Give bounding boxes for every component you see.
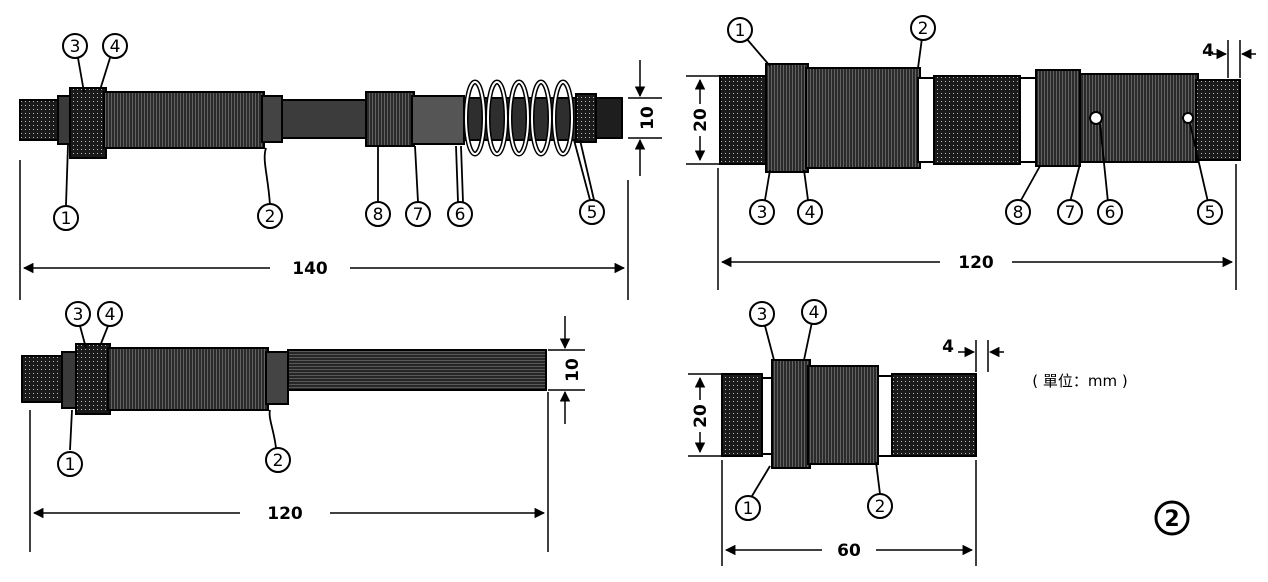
dim-20-c: 20 (691, 108, 711, 132)
end-nut-left-b (21, 355, 65, 403)
end-cap-right (595, 97, 623, 139)
view-c-assembly-120: 1 2 3 4 8 7 6 5 20 4 120 (686, 15, 1256, 290)
svg-text:5: 5 (1205, 203, 1216, 223)
callout-5: 5 (579, 199, 605, 225)
dim-10-b: 10 (563, 358, 583, 382)
svg-text:2: 2 (875, 497, 886, 517)
svg-text:3: 3 (70, 37, 81, 57)
svg-text:3: 3 (757, 305, 768, 325)
shaft (281, 99, 369, 139)
callout-8-c: 8 (1005, 199, 1031, 225)
callout-4-b: 4 (97, 301, 123, 327)
part-3-4-ring-b (75, 343, 111, 415)
dim-120-c: 120 (958, 253, 994, 273)
callout-4-d: 4 (801, 299, 827, 325)
part-5-hole (1182, 112, 1194, 124)
svg-text:4: 4 (805, 203, 816, 223)
svg-text:8: 8 (373, 205, 384, 225)
dim-140: 140 (292, 259, 328, 279)
svg-text:1: 1 (65, 455, 76, 475)
part-1-3-4-ring-d (771, 359, 811, 469)
dim-120-b: 120 (267, 504, 303, 524)
part-3-4-ring (69, 87, 107, 159)
dim-4-d: 4 (942, 337, 954, 357)
collar-b (265, 351, 289, 405)
callout-2-c: 2 (910, 15, 936, 41)
end-cap-right-d (891, 373, 977, 457)
callout-2: 2 (257, 203, 283, 229)
middle-sleeve-c (933, 75, 1021, 165)
part-5-spring-coil (463, 79, 575, 157)
part-6-hole (1089, 111, 1103, 125)
callout-3-d: 3 (749, 301, 775, 327)
svg-text:6: 6 (1105, 203, 1116, 223)
svg-text:7: 7 (1065, 203, 1076, 223)
part-7-sleeve (411, 95, 465, 145)
svg-text:2: 2 (273, 451, 284, 471)
unit-note: ( 單位：mm ) (1032, 372, 1127, 390)
svg-text:2: 2 (1164, 507, 1179, 532)
callout-1-c: 1 (727, 17, 753, 43)
end-cap-left-c (719, 75, 769, 165)
svg-text:3: 3 (757, 203, 768, 223)
part-8-ring (365, 91, 415, 147)
end-nut-left (19, 99, 61, 141)
view-b-assembly-120: 3 4 1 2 10 120 (21, 301, 585, 552)
callout-4: 4 (102, 33, 128, 59)
callout-2-d: 2 (867, 493, 893, 519)
shaft-b (287, 349, 547, 391)
callout-1-d: 1 (735, 495, 761, 521)
part-8-ring-c (1035, 69, 1081, 167)
svg-text:3: 3 (73, 305, 84, 325)
svg-text:4: 4 (110, 37, 121, 57)
callout-1: 1 (53, 205, 79, 231)
callout-2-b: 2 (265, 447, 291, 473)
svg-text:5: 5 (587, 203, 598, 223)
svg-text:4: 4 (105, 305, 116, 325)
svg-text:8: 8 (1013, 203, 1024, 223)
part-1-3-4-ring-c (765, 63, 809, 173)
end-cap-left-d (721, 373, 763, 457)
callout-3-b: 3 (65, 301, 91, 327)
view-d-assembly-60: 3 4 1 2 20 4 60 (688, 299, 1004, 566)
gap-d2 (877, 375, 893, 457)
callout-6-c: 6 (1097, 199, 1123, 225)
callout-7-c: 7 (1057, 199, 1083, 225)
callout-6: 6 (447, 201, 473, 227)
callout-8: 8 (365, 201, 391, 227)
dim-20-d: 20 (691, 404, 711, 428)
callout-5-c: 5 (1197, 199, 1223, 225)
part-2-threaded-body-b (107, 347, 269, 411)
end-nut-right (575, 93, 597, 143)
svg-text:6: 6 (455, 205, 466, 225)
svg-text:7: 7 (413, 205, 424, 225)
view-a-assembly-140: 3 4 1 2 8 7 6 5 10 140 (19, 33, 662, 300)
part-2-threaded-body (103, 91, 265, 149)
svg-text:1: 1 (61, 209, 72, 229)
end-cap-right-c (1195, 79, 1241, 161)
collar (261, 95, 283, 143)
callout-3-c: 3 (749, 199, 775, 225)
svg-text:4: 4 (809, 303, 820, 323)
svg-text:1: 1 (743, 499, 754, 519)
svg-text:2: 2 (918, 19, 929, 39)
callout-4-c: 4 (797, 199, 823, 225)
part-2-body-d (807, 365, 879, 465)
dim-10-a: 10 (638, 106, 658, 130)
dim-60: 60 (837, 541, 861, 561)
figure-number-badge: 2 (1154, 500, 1190, 536)
svg-text:2: 2 (265, 207, 276, 227)
svg-text:1: 1 (735, 21, 746, 41)
callout-3: 3 (62, 33, 88, 59)
dim-4-c: 4 (1202, 41, 1214, 61)
part-2-body-c (805, 67, 921, 169)
callout-1-b: 1 (57, 451, 83, 477)
callout-7: 7 (405, 201, 431, 227)
